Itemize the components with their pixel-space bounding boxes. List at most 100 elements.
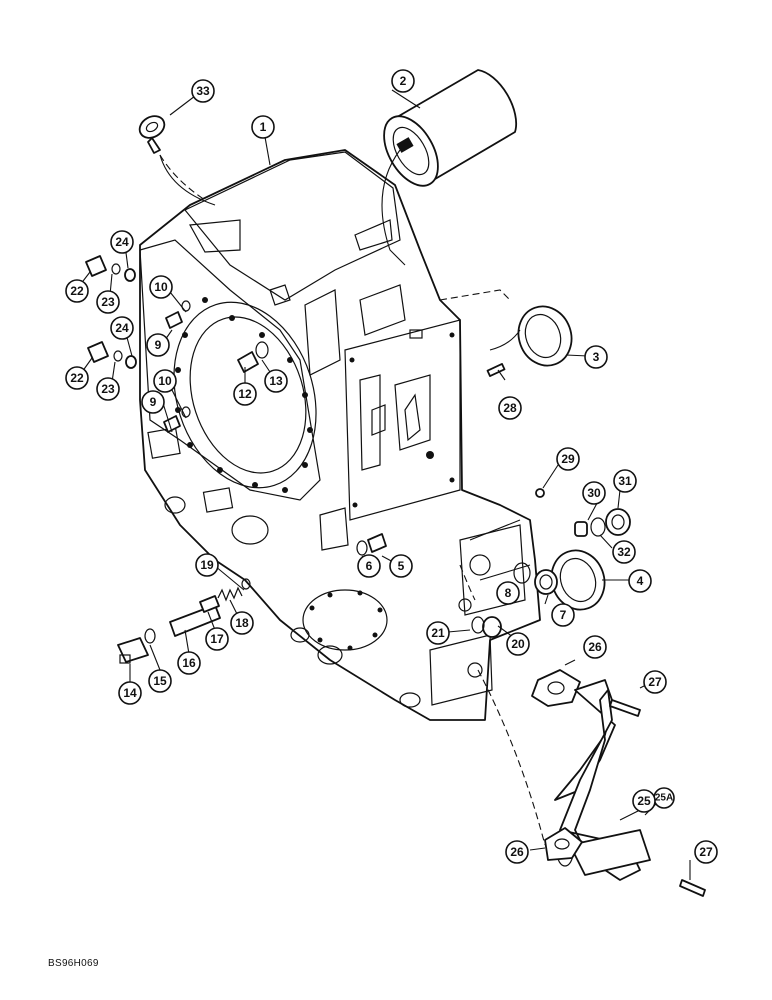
callout-20: 20	[506, 632, 530, 656]
svg-text:22: 22	[70, 371, 84, 385]
svg-text:32: 32	[617, 545, 631, 559]
svg-text:24: 24	[115, 235, 129, 249]
svg-text:5: 5	[398, 559, 405, 573]
svg-text:7: 7	[560, 608, 567, 622]
svg-text:33: 33	[196, 84, 210, 98]
callout-32: 32	[612, 540, 636, 564]
o-ring-6	[356, 540, 368, 556]
callout-27: 27	[643, 670, 667, 694]
svg-text:17: 17	[210, 632, 224, 646]
o-ring-15	[144, 628, 156, 644]
transmission-housing	[139, 149, 541, 721]
svg-text:27: 27	[648, 675, 662, 689]
spacer-17	[199, 595, 220, 613]
callout-26-lower: 26	[505, 840, 529, 864]
ball-29	[535, 488, 545, 498]
svg-text:26: 26	[588, 640, 602, 654]
svg-text:9: 9	[150, 395, 157, 409]
gasket-26-lower	[544, 827, 583, 861]
svg-text:2: 2	[400, 74, 407, 88]
callout-13: 13	[264, 369, 288, 393]
callout-28: 28	[498, 396, 522, 420]
svg-text:23: 23	[101, 382, 115, 396]
o-ring-13	[255, 341, 269, 359]
fitting-22-upper	[85, 255, 107, 277]
svg-text:16: 16	[182, 656, 196, 670]
callout-9: 9	[146, 333, 170, 357]
callout-8: 8	[496, 581, 520, 605]
svg-text:19: 19	[200, 558, 214, 572]
bolt-27-upper	[609, 699, 641, 717]
fitting-9-upper	[165, 311, 183, 329]
svg-text:20: 20	[511, 637, 525, 651]
callout-16: 16	[177, 651, 201, 675]
plug-7	[534, 569, 558, 595]
plug-14	[117, 637, 149, 664]
gasket-26-upper	[531, 669, 581, 707]
plug-5	[367, 533, 387, 553]
o-ring-8	[513, 562, 531, 584]
nut-24-upper	[124, 268, 136, 282]
callout-22: 22	[65, 279, 89, 303]
svg-text:9: 9	[155, 338, 162, 352]
callout-3: 3	[584, 345, 608, 369]
svg-text:23: 23	[101, 295, 115, 309]
svg-text:13: 13	[269, 374, 283, 388]
svg-text:14: 14	[123, 686, 137, 700]
nut-24-lower	[125, 355, 137, 369]
svg-text:12: 12	[238, 387, 252, 401]
callout-33: 33	[191, 79, 215, 103]
svg-text:30: 30	[587, 486, 601, 500]
callout-4: 4	[628, 569, 652, 593]
callout-18: 18	[230, 611, 254, 635]
fitting-22-lower	[87, 341, 109, 363]
o-ring-23-upper	[111, 263, 121, 275]
callout-24: 24	[110, 316, 134, 340]
callout-25a: 25A	[653, 787, 675, 809]
o-ring-32	[590, 517, 606, 537]
callout-26: 26	[583, 635, 607, 659]
svg-text:3: 3	[593, 350, 600, 364]
svg-text:31: 31	[618, 474, 632, 488]
callout-25: 25	[632, 789, 656, 813]
svg-text:25A: 25A	[655, 793, 673, 804]
callout-24: 24	[110, 230, 134, 254]
svg-text:4: 4	[637, 574, 644, 588]
callout-12: 12	[233, 382, 257, 406]
svg-text:25: 25	[637, 794, 651, 808]
oil-tube-25	[554, 679, 651, 881]
spacer-30	[574, 521, 588, 537]
callout-2: 2	[391, 69, 415, 93]
o-ring-23-lower	[113, 350, 123, 362]
plug-31	[605, 508, 631, 536]
seal-ring	[517, 305, 573, 367]
o-ring-21	[471, 616, 485, 634]
callout-30: 30	[582, 481, 606, 505]
callout-9: 9	[141, 390, 165, 414]
valve-spool-16	[169, 604, 221, 637]
svg-text:22: 22	[70, 284, 84, 298]
callout-21: 21	[426, 621, 450, 645]
plug-20	[482, 616, 502, 638]
callout-23: 23	[96, 377, 120, 401]
callout-10: 10	[153, 369, 177, 393]
drawing-reference-code: BS96H069	[48, 958, 99, 969]
callout-17: 17	[205, 627, 229, 651]
callout-1: 1	[251, 115, 275, 139]
callout-6: 6	[357, 554, 381, 578]
svg-text:6: 6	[366, 559, 373, 573]
svg-text:10: 10	[154, 280, 168, 294]
svg-text:8: 8	[505, 586, 512, 600]
callout-5: 5	[389, 554, 413, 578]
callout-10: 10	[149, 275, 173, 299]
svg-text:24: 24	[115, 321, 129, 335]
svg-text:28: 28	[503, 401, 517, 415]
callout-27-lower: 27	[694, 840, 718, 864]
svg-text:27: 27	[699, 845, 713, 859]
spring-18	[217, 586, 243, 602]
svg-text:29: 29	[561, 452, 575, 466]
o-ring-19	[241, 578, 251, 590]
set-screw-28	[486, 363, 506, 377]
eye-fitting	[138, 115, 166, 154]
